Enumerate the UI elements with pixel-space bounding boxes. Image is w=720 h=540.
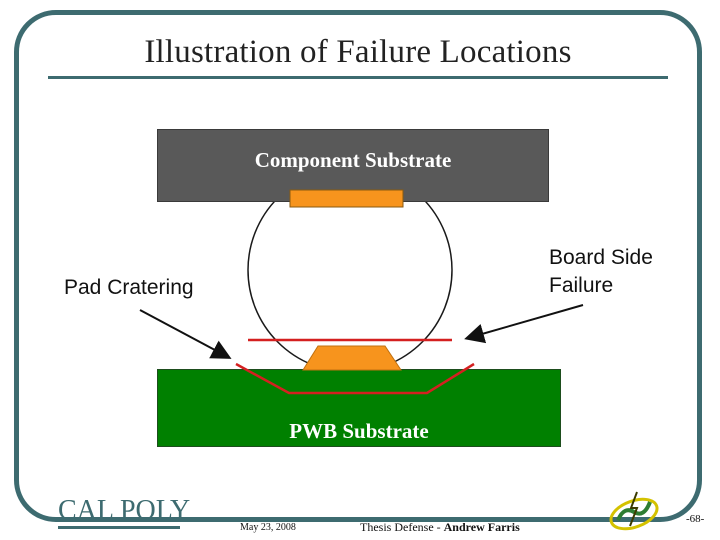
- pad-cratering-arrow: [139, 309, 232, 359]
- component-substrate-label: Component Substrate: [254, 148, 452, 172]
- pad-cratering-label: Pad Cratering: [64, 276, 194, 299]
- footer-date: May 23, 2008: [240, 522, 296, 533]
- cal-poly-logo-underline: [58, 526, 180, 529]
- component-pad: [289, 189, 404, 208]
- slide-title: Illustration of Failure Locations: [144, 34, 572, 70]
- board-side-failure-label: Board Side Failure: [549, 244, 689, 300]
- pwb-substrate-label: PWB Substrate: [289, 419, 429, 443]
- board-side-failure-label-line2: Failure: [549, 274, 614, 297]
- title-divider: [48, 76, 668, 79]
- page-number: -68-: [686, 513, 705, 525]
- footer-presentation-title: Thesis Defense - Andrew Farris: [360, 520, 520, 535]
- lab-logo-icon: [609, 491, 659, 531]
- pad-cratering-line: [235, 362, 475, 395]
- slide-frame: [14, 10, 702, 522]
- board-pad: [302, 345, 402, 371]
- footer-presentation-prefix: Thesis Defense -: [360, 520, 444, 534]
- board-side-failure-label-line1: Board Side: [549, 246, 653, 269]
- cal-poly-logo: CAL POLY: [58, 495, 191, 526]
- footer-presenter: Andrew Farris: [443, 520, 520, 534]
- board-side-failure-arrow: [464, 304, 584, 344]
